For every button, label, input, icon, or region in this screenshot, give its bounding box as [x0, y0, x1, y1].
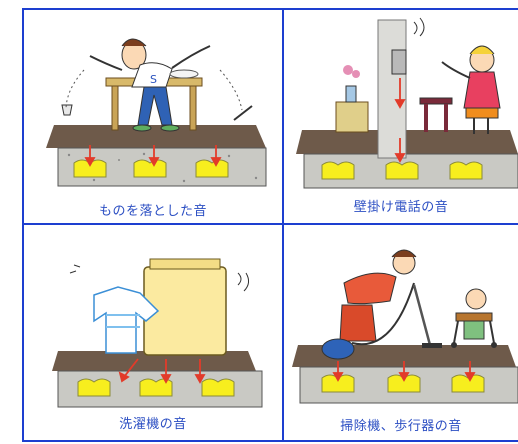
grid-divider-vertical — [282, 8, 284, 442]
sound-diagram-grid: S ものを落とした音 — [22, 8, 518, 442]
dropped-object-illustration: S — [46, 38, 267, 187]
panel-dropped-object: S ものを落とした音 — [24, 10, 282, 223]
caption-dropped-object: ものを落とした音 — [98, 204, 207, 219]
panel-vacuum-walker: 掃除機、歩行器の音 — [284, 225, 518, 440]
wall-phone-illustration — [296, 17, 518, 189]
grid-border-left — [22, 8, 24, 442]
panel-washing-machine: 洗濯機の音 — [24, 225, 282, 440]
panel-wall-phone: 壁掛け電話の音 — [284, 10, 518, 223]
svg-text:S: S — [150, 73, 157, 86]
grid-border-top — [22, 8, 518, 10]
caption-vacuum-walker: 掃除機、歩行器の音 — [340, 419, 462, 434]
caption-washing-machine: 洗濯機の音 — [119, 417, 187, 432]
grid-divider-horizontal — [22, 223, 518, 225]
caption-wall-phone: 壁掛け電話の音 — [353, 200, 449, 215]
grid-border-bottom — [22, 440, 518, 442]
vacuum-walker-illustration — [292, 249, 518, 404]
washing-machine-illustration — [52, 258, 263, 408]
